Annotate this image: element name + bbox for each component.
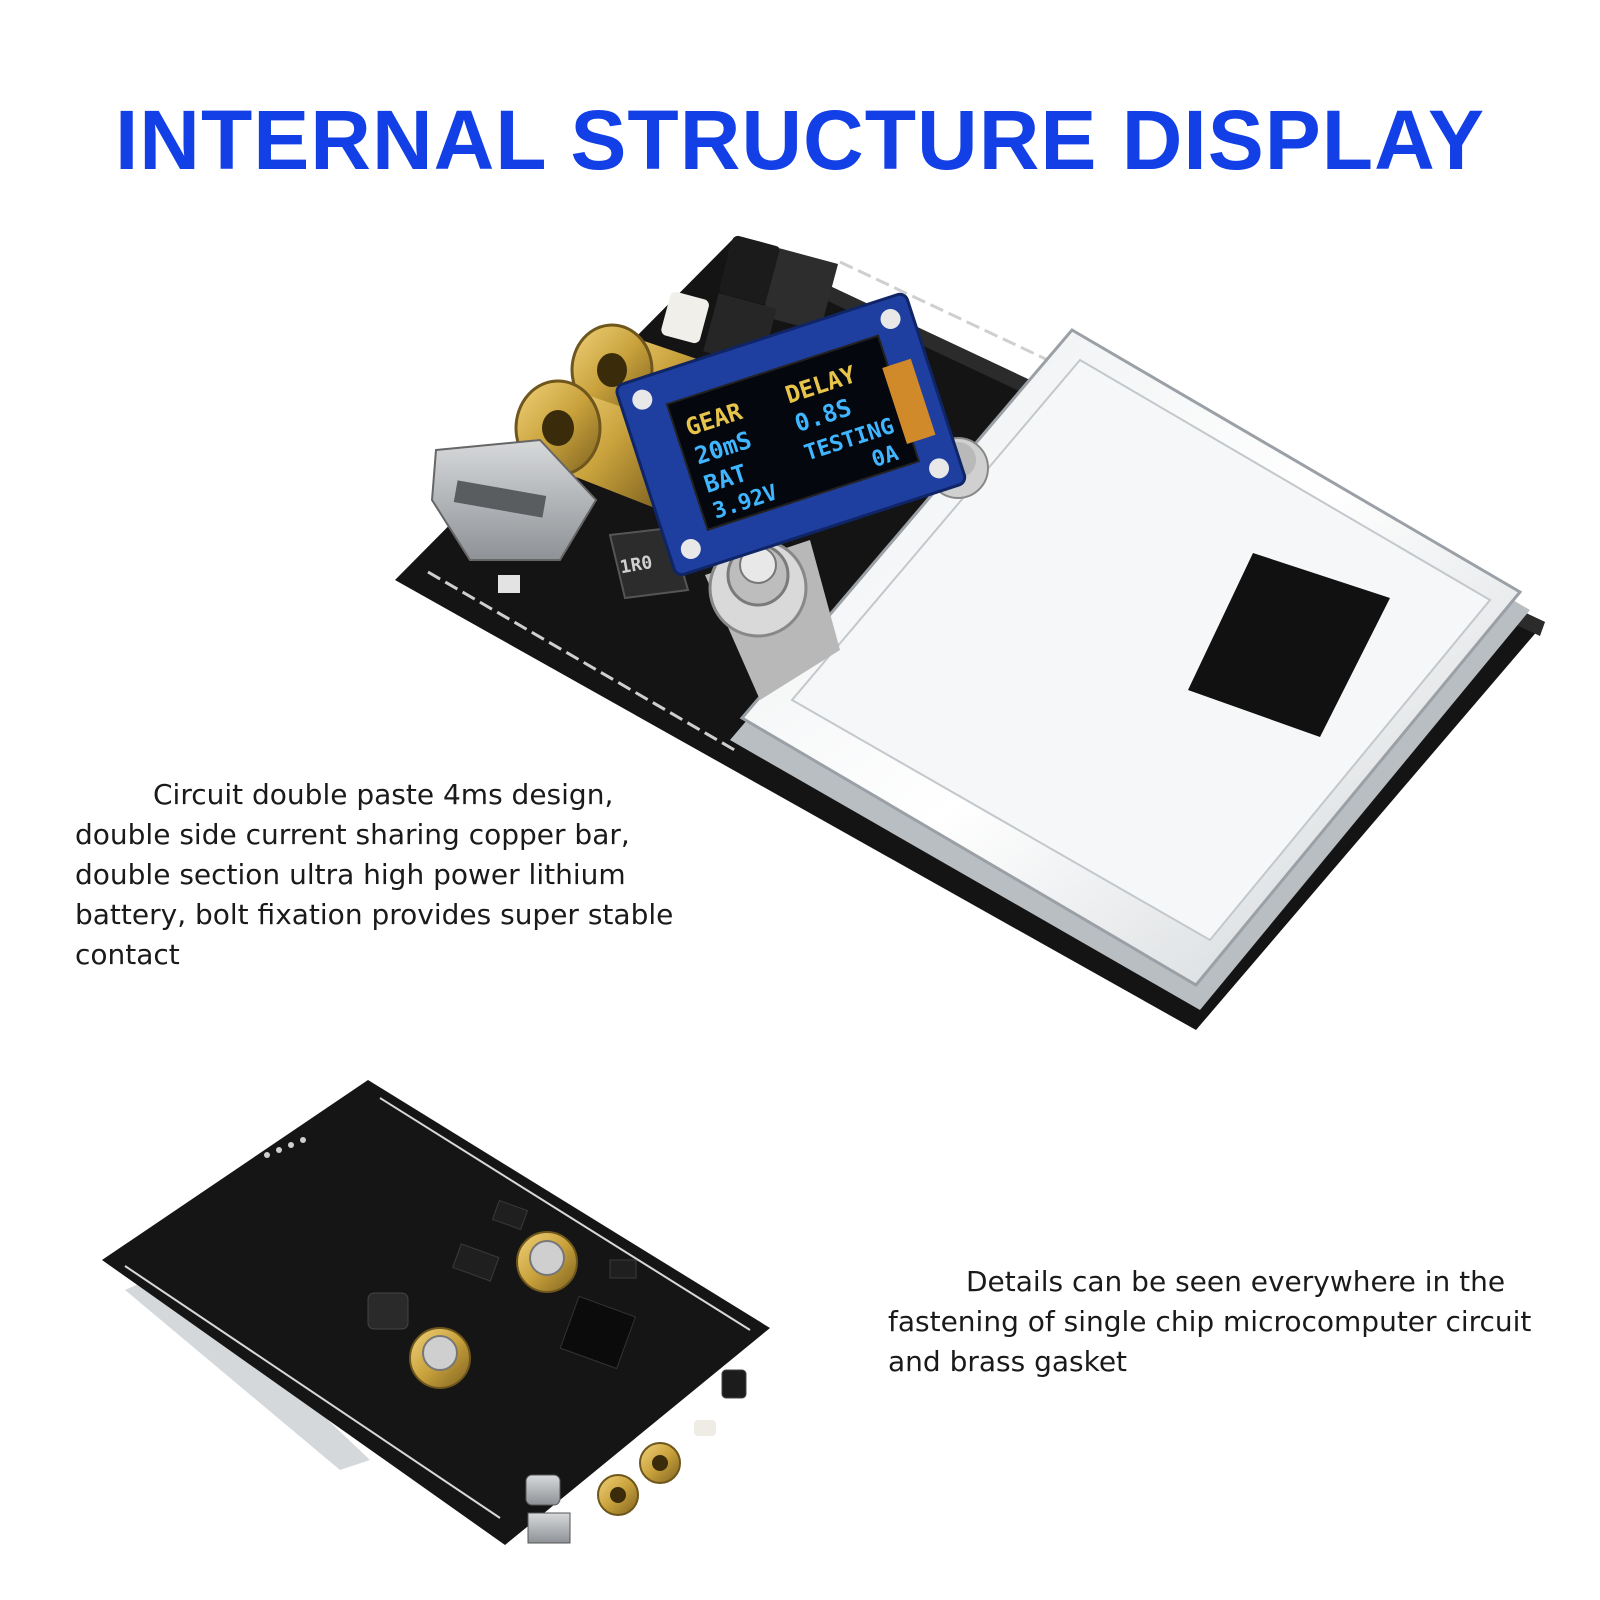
page-title: INTERNAL STRUCTURE DISPLAY — [114, 93, 1486, 187]
battery-pack — [730, 328, 1530, 1010]
description-details: Details can be seen everywhere in the fa… — [888, 1265, 1532, 1378]
mcu-chip — [559, 1295, 637, 1370]
bottom-inductor — [367, 1292, 409, 1330]
description-internal-structure: Circuit double paste 4ms design, double … — [75, 778, 674, 971]
top-switches — [661, 235, 839, 367]
bottom-usb-port — [527, 1512, 571, 1544]
top-board-photo: 1R0 GEAR DELAY 20mS 0.8S BAT TESTING 3.9… — [395, 235, 1545, 1030]
brass-gasket-1 — [516, 1231, 578, 1293]
foam-pad — [1188, 553, 1390, 737]
bottom-pcb-board — [102, 1080, 770, 1545]
top-usb-port — [430, 438, 598, 593]
bottom-battery-edge — [125, 1270, 370, 1470]
oled-module: GEAR DELAY 20mS 0.8S BAT TESTING 3.92V 0… — [615, 292, 967, 577]
usb-c-port — [525, 1474, 561, 1506]
bottom-connectors — [525, 1369, 747, 1544]
bottom-board-photo — [102, 1080, 770, 1545]
brass-gasket-2 — [409, 1327, 471, 1389]
